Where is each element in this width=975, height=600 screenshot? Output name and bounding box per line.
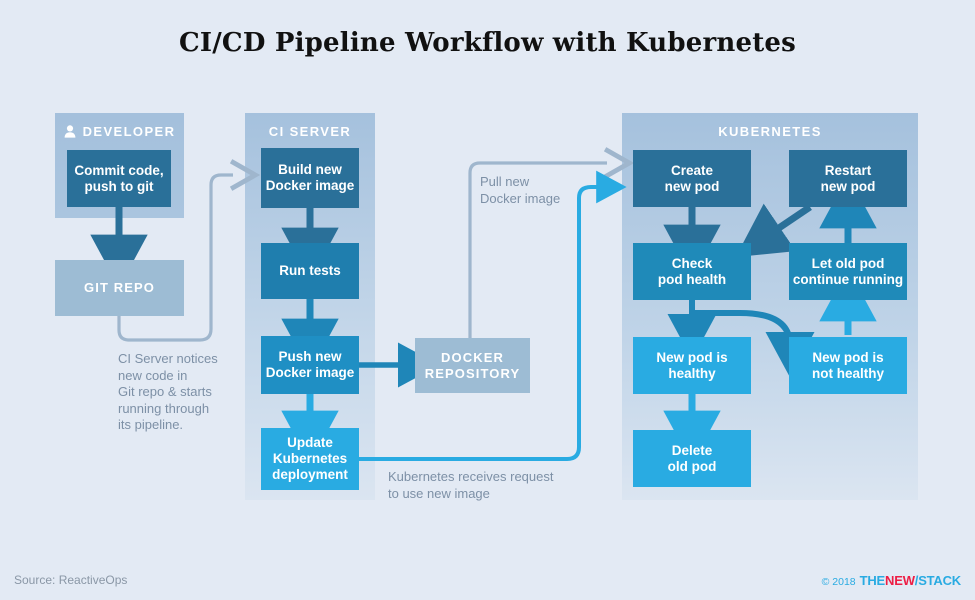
copyright-block: © 2018 THENEW/STACK bbox=[821, 573, 962, 588]
box-commit-code-label: Commit code,push to git bbox=[74, 162, 164, 194]
box-run-tests[interactable]: Run tests bbox=[261, 243, 359, 299]
panel-kubernetes-title: KUBERNETES bbox=[718, 124, 822, 139]
panel-kubernetes-header: KUBERNETES bbox=[622, 124, 918, 139]
box-run-tests-label: Run tests bbox=[279, 263, 341, 278]
panel-ci-server-title: CI SERVER bbox=[268, 124, 352, 139]
box-git-repo-label: GIT REPO bbox=[84, 280, 155, 295]
arrow-update-to-k8s bbox=[358, 170, 627, 461]
logo-the: THE bbox=[859, 573, 886, 588]
box-git-repo[interactable]: GIT REPO bbox=[55, 260, 184, 316]
logo-stack: STACK bbox=[918, 573, 961, 588]
logo-new: NEW bbox=[885, 573, 915, 588]
panel-developer-title: DEVELOPER bbox=[82, 124, 176, 139]
panel-developer-header: DEVELOPER bbox=[55, 124, 184, 139]
copyright-year: © 2018 bbox=[821, 576, 856, 588]
source-credit: Source: ReactiveOps bbox=[14, 573, 128, 587]
thenewstack-logo[interactable]: THENEW/STACK bbox=[859, 573, 962, 588]
user-icon bbox=[64, 125, 75, 138]
box-commit-code[interactable]: Commit code,push to git bbox=[67, 150, 171, 207]
page-title: CI/CD Pipeline Workflow with Kubernetes bbox=[178, 28, 797, 58]
panel-ci-server-header: CI SERVER bbox=[245, 124, 375, 139]
logo-slash: / bbox=[914, 573, 919, 588]
